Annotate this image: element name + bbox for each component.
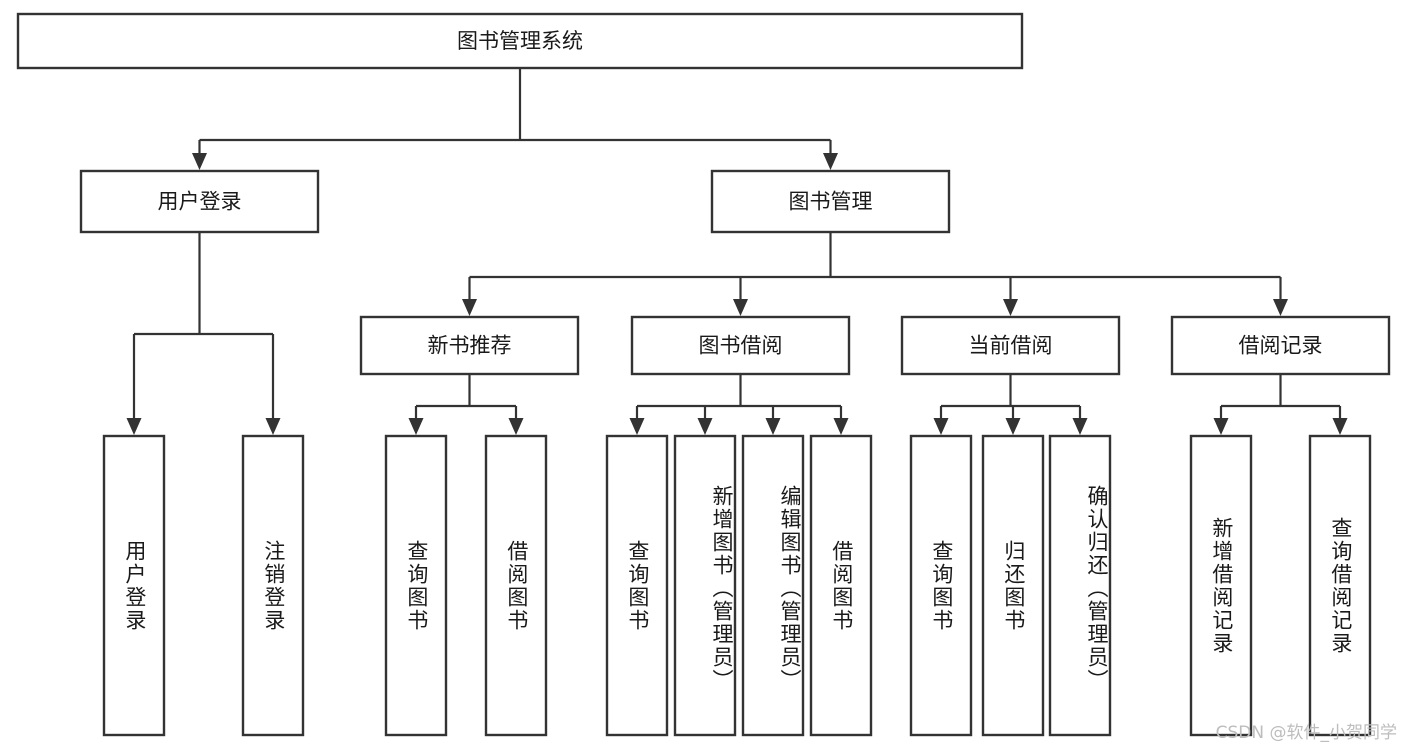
arrow-current-borrow-to-leaf-query-book-3	[933, 418, 949, 435]
arrow-current-borrow-to-leaf-confirm-return	[1072, 418, 1088, 435]
node-leaf-query-book-2[interactable]	[605, 434, 669, 737]
node-leaf-query-book-3[interactable]	[909, 434, 973, 737]
arrow-root-to-user-login	[192, 153, 207, 170]
watermark-text: CSDN @软件_小贺同学	[1215, 723, 1397, 743]
arrow-book-borrow-to-leaf-edit-book	[765, 418, 781, 435]
node-leaf-user-login[interactable]	[102, 434, 166, 737]
node-book-borrow[interactable]	[630, 315, 851, 376]
arrow-new-book-rec-to-leaf-query-book-1	[408, 418, 424, 435]
arrow-book-manage-to-current-borrow	[1003, 299, 1018, 316]
node-leaf-borrow-book-2[interactable]	[809, 434, 873, 737]
node-label-new-book-rec: 新书推荐	[428, 334, 512, 358]
node-label-borrow-record: 借阅记录	[1239, 334, 1323, 358]
arrow-root-to-book-manage	[823, 153, 838, 170]
node-label-root: 图书管理系统	[457, 29, 583, 53]
arrow-user-login-to-leaf-user-login	[126, 418, 142, 435]
arrow-user-login-to-leaf-user-logout	[265, 418, 281, 435]
arrow-book-borrow-to-leaf-borrow-book-2	[833, 418, 849, 435]
node-leaf-edit-book[interactable]	[741, 434, 805, 737]
node-root-book-management-system[interactable]	[16, 12, 1024, 70]
arrow-book-borrow-to-leaf-add-book	[697, 418, 713, 435]
node-leaf-return-book[interactable]	[981, 434, 1045, 737]
boxes-layer	[16, 12, 1391, 737]
arrow-current-borrow-to-leaf-return-book	[1005, 418, 1021, 435]
arrow-book-manage-to-new-book-rec	[462, 299, 477, 316]
arrow-borrow-record-to-leaf-query-record	[1332, 418, 1348, 435]
arrow-new-book-rec-to-leaf-borrow-book-1	[508, 418, 524, 435]
node-label-current-borrow: 当前借阅	[969, 334, 1053, 358]
node-borrow-record[interactable]	[1170, 315, 1391, 376]
node-leaf-query-book-1[interactable]	[384, 434, 448, 737]
node-label-book-borrow: 图书借阅	[699, 334, 783, 358]
node-book-manage[interactable]	[710, 169, 951, 234]
node-user-login[interactable]	[79, 169, 320, 234]
node-leaf-query-record[interactable]	[1308, 434, 1372, 737]
arrow-book-borrow-to-leaf-query-book-2	[629, 418, 645, 435]
node-leaf-add-book[interactable]	[673, 434, 737, 737]
node-current-borrow[interactable]	[900, 315, 1121, 376]
arrow-borrow-record-to-leaf-add-record	[1213, 418, 1229, 435]
node-leaf-user-logout[interactable]	[241, 434, 305, 737]
node-new-book-rec[interactable]	[359, 315, 580, 376]
node-label-book-manage: 图书管理	[789, 190, 873, 214]
arrow-book-manage-to-borrow-record	[1273, 299, 1288, 316]
node-leaf-confirm-return[interactable]	[1048, 434, 1112, 737]
node-leaf-add-record[interactable]	[1189, 434, 1253, 737]
node-label-user-login: 用户登录	[158, 190, 242, 214]
arrow-book-manage-to-book-borrow	[733, 299, 748, 316]
connectors-layer	[126, 68, 1348, 435]
node-leaf-borrow-book-1[interactable]	[484, 434, 548, 737]
